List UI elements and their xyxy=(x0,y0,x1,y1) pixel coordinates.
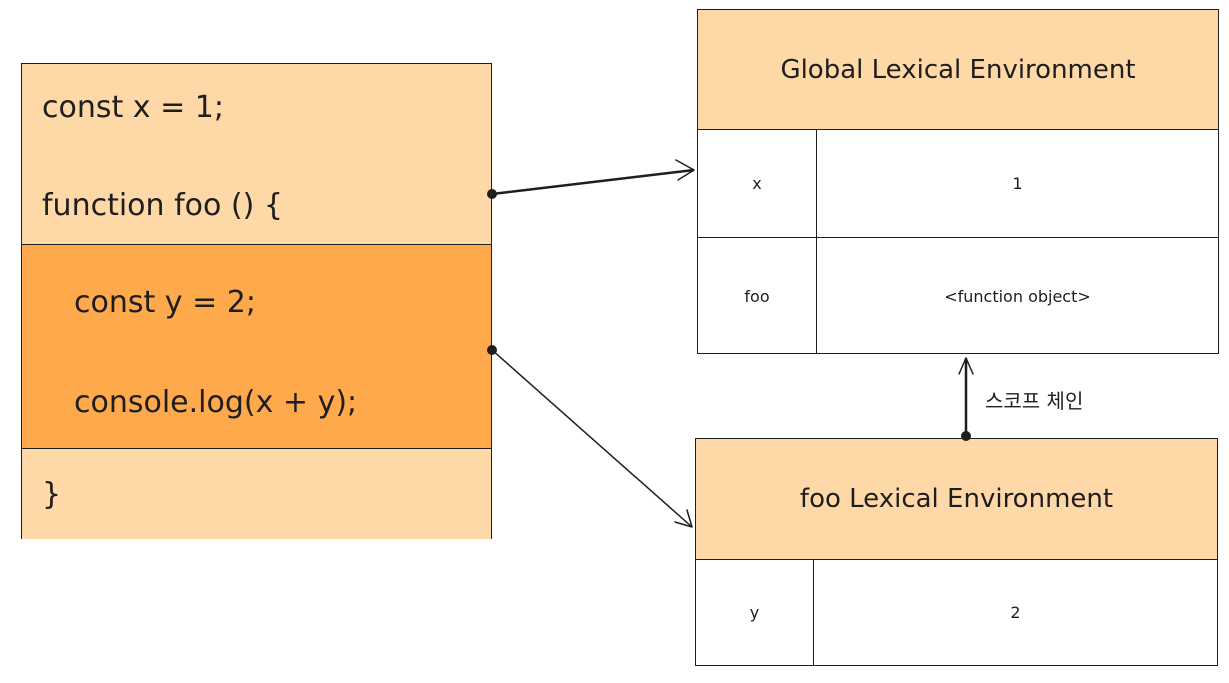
global-env-row-foo: foo <function object> xyxy=(698,237,1218,354)
foo-lexical-environment: foo Lexical Environment y 2 xyxy=(695,438,1218,666)
global-env-row-x: x 1 xyxy=(698,129,1218,237)
code-line-function-foo: function foo () { xyxy=(42,188,283,223)
scope-chain-label: 스코프 체인 xyxy=(985,389,1084,413)
foo-env-key-y: y xyxy=(696,559,814,665)
code-line-console-log: console.log(x + y); xyxy=(74,385,358,420)
global-env-title: Global Lexical Environment xyxy=(698,10,1218,130)
foo-scope-section: const y = 2; console.log(x + y); xyxy=(22,245,491,449)
code-line-const-x: const x = 1; xyxy=(42,90,224,125)
global-env-key-x: x xyxy=(698,129,817,237)
global-env-key-foo: foo xyxy=(698,238,817,354)
global-env-value-foo: <function object> xyxy=(944,286,1091,306)
code-line-const-y: const y = 2; xyxy=(74,285,256,320)
foo-env-row-y: y 2 xyxy=(696,559,1217,665)
global-lexical-environment: Global Lexical Environment x 1 foo <func… xyxy=(697,9,1219,354)
foo-env-value-y: 2 xyxy=(1010,602,1021,622)
foo-env-title: foo Lexical Environment xyxy=(696,439,1217,560)
scope-chain-arrow xyxy=(958,357,974,441)
code-line-closing-brace: } xyxy=(42,477,62,512)
code-block: const x = 1; function foo () { const y =… xyxy=(21,63,492,539)
arrow-to-foo-env xyxy=(487,345,693,528)
closing-brace-section: } xyxy=(22,449,491,539)
outer-scope-section: const x = 1; function foo () { xyxy=(22,64,491,245)
arrow-to-global-env xyxy=(487,159,695,199)
global-env-value-x: 1 xyxy=(1012,173,1023,193)
